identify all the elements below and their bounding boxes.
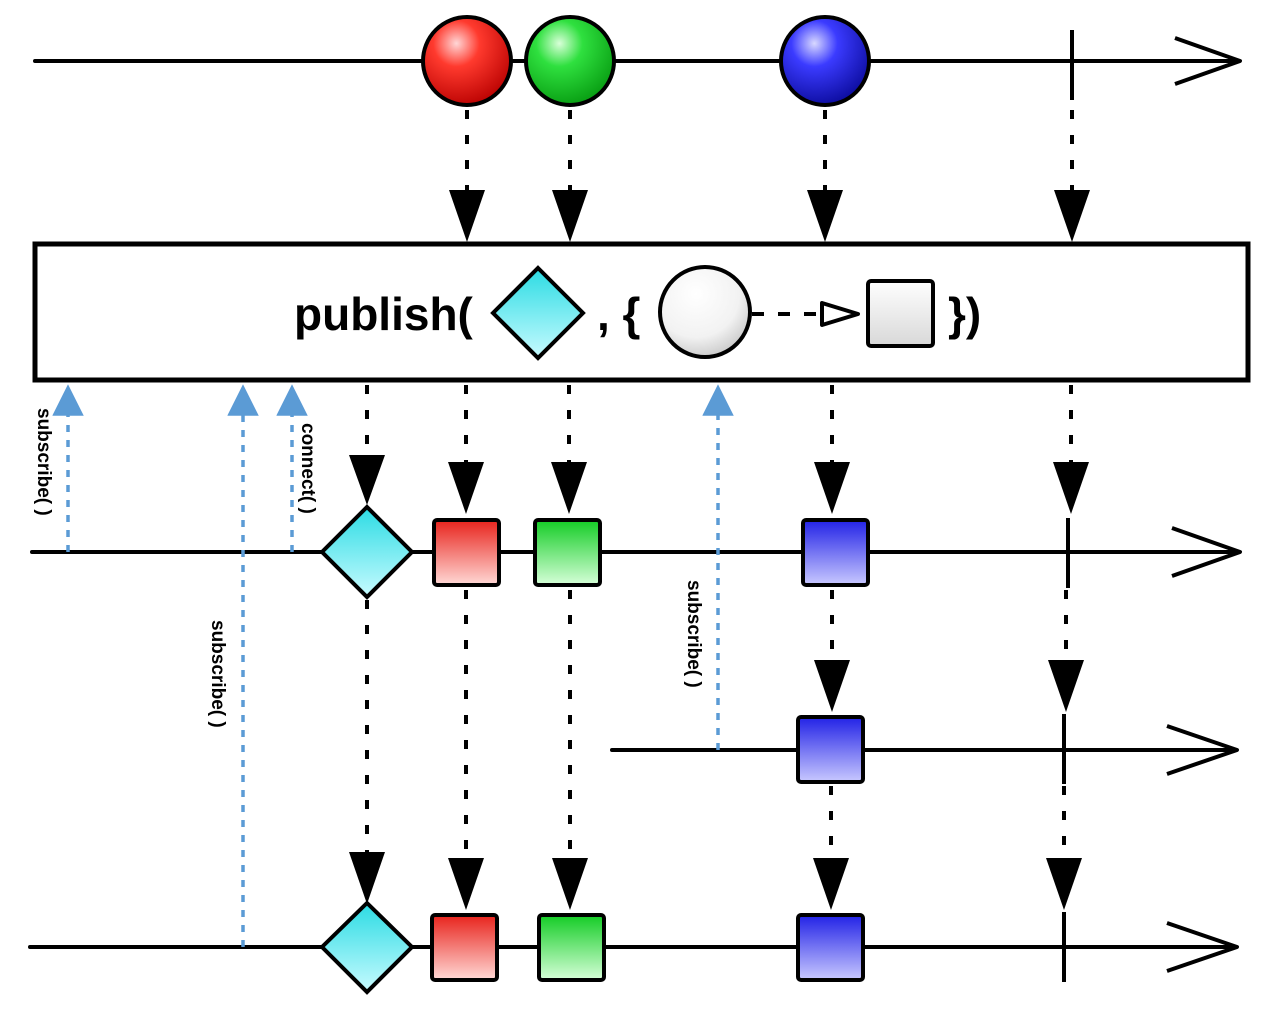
subscribe-label-3: subscribe( ) [683,580,704,688]
cyan-diamond [319,900,415,995]
subscribe-arrows [52,384,734,947]
circle-icon [658,265,752,359]
arrows-to-subscriber-3 [349,590,1082,910]
cyan-diamond [319,504,415,600]
input-arrows [449,110,1090,242]
source-timeline [33,15,1242,107]
operator-separator: , { [597,288,640,340]
blue-square [796,913,865,982]
red-square [430,913,499,982]
arrows-to-subscriber-2 [814,590,1084,712]
blue-marble [779,15,871,107]
hollow-arrowhead-icon [820,301,860,327]
green-square [537,913,606,982]
green-square [533,518,602,587]
green-marble [524,15,616,107]
subscriber-2-timeline [610,714,1239,784]
connect-label: connect( ) [297,423,318,514]
red-marble [421,15,513,107]
subscriber-3-timeline [28,900,1239,995]
square-icon [866,279,935,348]
diamond-icon [490,265,586,361]
blue-square [801,518,870,587]
subscribe-label-2: subscribe( ) [207,620,228,728]
operator-closing: }) [948,288,981,340]
subscribe-label-1: subscribe( ) [33,408,54,516]
output-arrows [349,385,1089,514]
blue-square [796,715,865,784]
operator-name: publish( [294,288,474,340]
subscriber-1-timeline [30,504,1242,600]
operator-box: publish( , { }) [32,241,1251,383]
red-square [432,518,501,587]
